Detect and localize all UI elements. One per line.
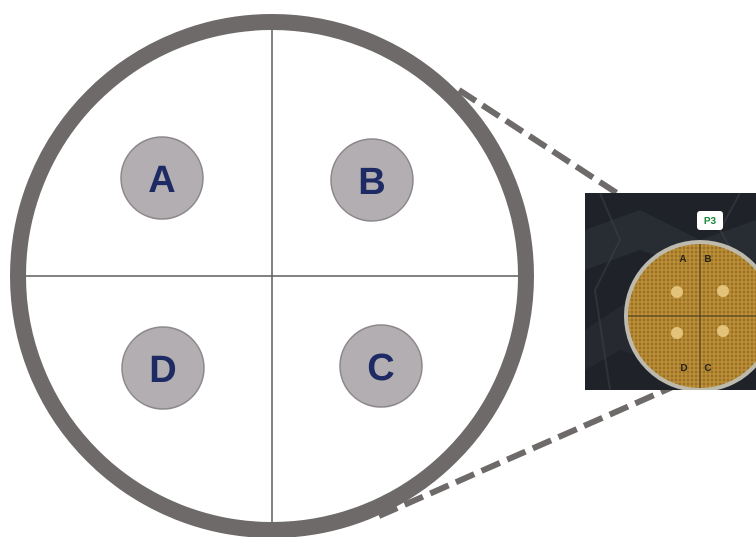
photo-mark-b: B [704,254,711,265]
photo-mark-c: C [704,363,711,374]
plate-tag-text: P3 [704,216,717,227]
well-d: D [122,327,204,409]
well-a: A [121,137,203,219]
photo-mark-d: D [680,363,687,374]
well-c: C [340,325,422,407]
photo-well-b [717,285,729,297]
well-b-label: B [358,161,385,203]
plate-photo: P3 A B D C [585,193,756,392]
well-a-label: A [148,159,175,201]
photo-mark-a: A [679,254,686,265]
photo-well-a [671,286,683,298]
well-c-label: C [367,347,394,389]
photo-well-c [717,325,729,337]
plate-tag: P3 [697,211,723,230]
well-d-label: D [149,349,176,391]
petri-dish-schematic: A B C D [18,22,526,530]
photo-well-d [671,327,683,339]
well-b: B [331,139,413,221]
